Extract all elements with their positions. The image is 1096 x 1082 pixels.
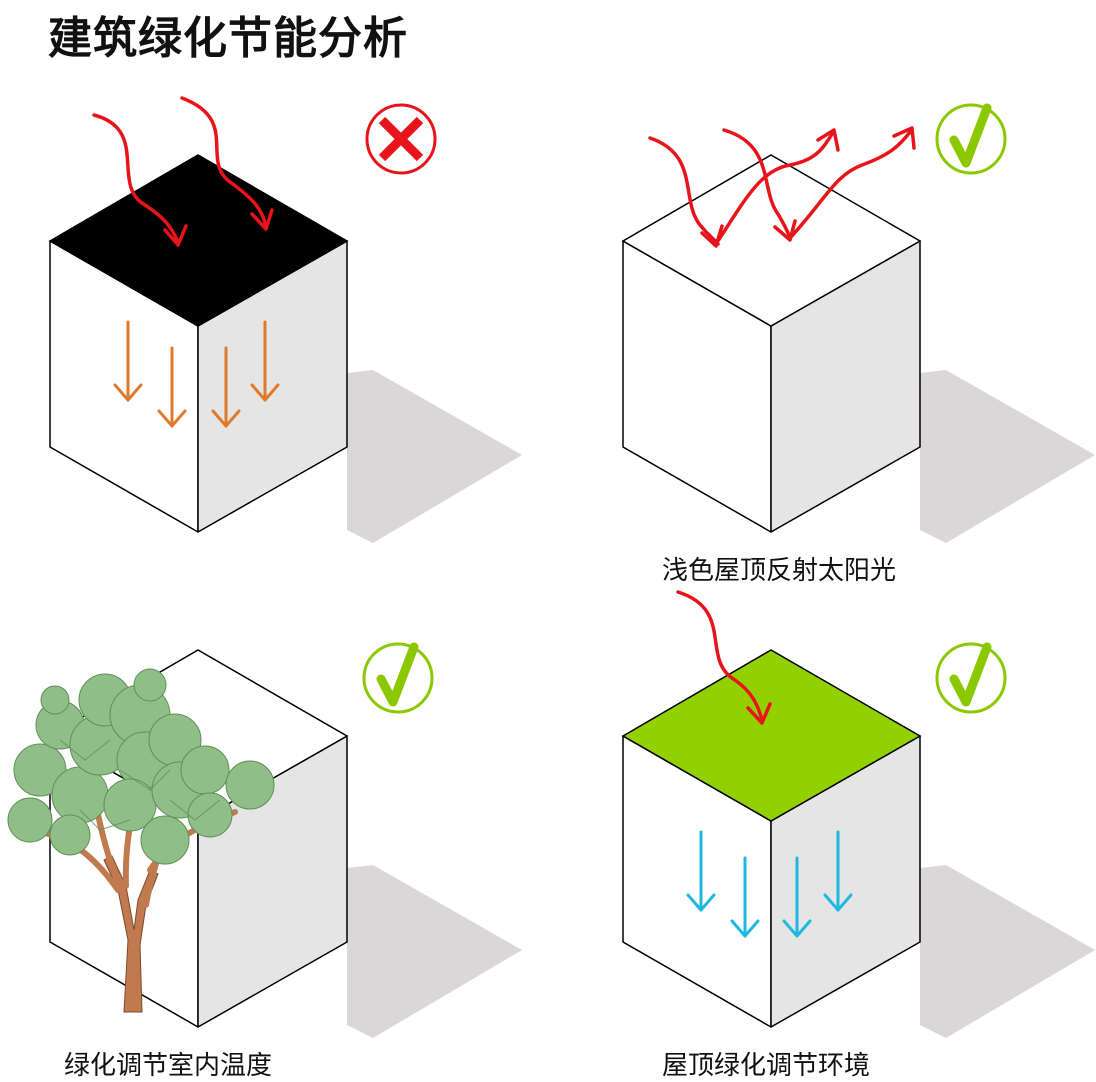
panel-dark-roof: [48, 96, 523, 544]
cool-arrow-icon: [686, 830, 853, 938]
light-roof-top: [621, 154, 922, 327]
dark-roof-top: [48, 154, 349, 327]
reflected-sun-ray-arrow-icon: [648, 126, 916, 248]
panel-light-roof: [621, 103, 1096, 544]
caption-tree-shading: 绿化调节室内温度: [64, 1051, 273, 1081]
cross-icon: [365, 103, 437, 175]
tree-icon: [7, 668, 275, 1013]
page-title: 建筑绿化节能分析: [48, 13, 408, 64]
caption-light-roof: 浅色屋顶反射太阳光: [662, 556, 897, 586]
check-icon: [935, 103, 1007, 175]
check-icon: [362, 642, 434, 714]
sun-ray-arrow-icon: [92, 96, 274, 247]
green-roof-top: [621, 649, 922, 822]
heat-arrow-icon: [113, 320, 280, 428]
check-icon: [935, 642, 1007, 714]
panel-green-roof: [621, 642, 1096, 1039]
sun-ray-arrow-icon: [676, 590, 772, 725]
caption-green-roof: 屋顶绿化调节环境: [662, 1051, 871, 1081]
